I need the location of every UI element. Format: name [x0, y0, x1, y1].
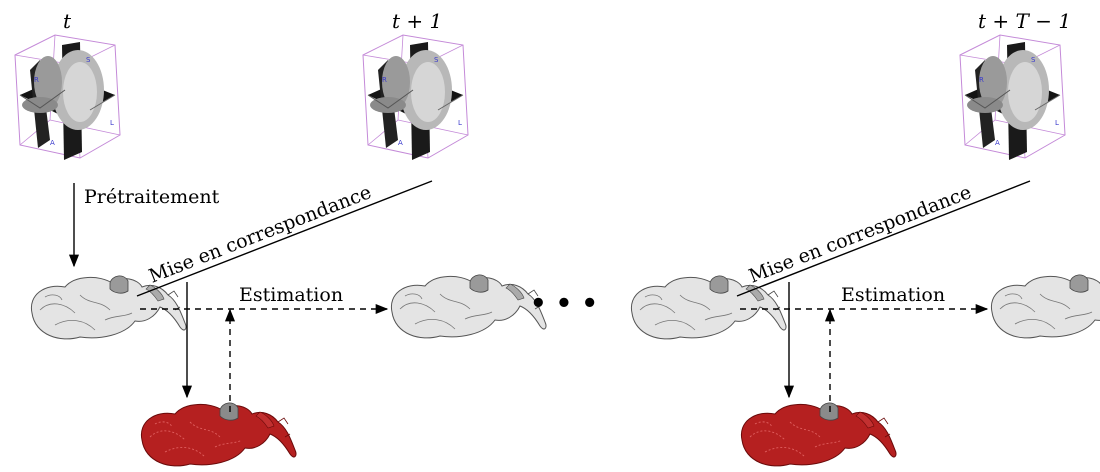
matching-label-right: Mise en correspondance: [746, 181, 975, 288]
volume-axis-r: R: [979, 76, 984, 84]
volume-axis-s: S: [1031, 56, 1036, 64]
volume-image-t: R S L A: [14, 34, 121, 161]
estimation-label-left: Estimation: [239, 284, 343, 306]
mesh-registered-t: [140, 402, 297, 467]
matching-line-left: [136, 180, 433, 297]
mesh-registered-t-plus-T-minus-2: [740, 402, 897, 467]
volume-axis-a: A: [995, 139, 1000, 147]
volume-axis-s: S: [434, 56, 439, 64]
volume-axis-a: A: [398, 139, 403, 147]
time-label-t-plus-1: t + 1: [392, 9, 442, 33]
mesh-t-plus-T-minus-1: [990, 274, 1100, 339]
time-label-t-plus-T-minus-1: t + T − 1: [978, 9, 1071, 33]
mesh-t-plus-1: [390, 274, 547, 339]
volume-image-t-plus-1: R S L A: [362, 34, 469, 161]
volume-image-t-plus-T-minus-1: R S L A: [959, 34, 1066, 161]
volume-axis-l: L: [110, 119, 114, 127]
volume-axis-s: S: [86, 56, 91, 64]
estimation-label-right: Estimation: [841, 284, 945, 306]
volume-axis-l: L: [458, 119, 462, 127]
matching-line-right: [736, 180, 1031, 297]
ellipsis: • • •: [530, 289, 598, 319]
time-label-t: t: [63, 9, 72, 33]
volume-axis-r: R: [382, 76, 387, 84]
preprocessing-label: Prétraitement: [84, 186, 220, 208]
volume-axis-r: R: [34, 76, 39, 84]
volume-axis-l: L: [1055, 119, 1059, 127]
volume-axis-a: A: [50, 139, 55, 147]
